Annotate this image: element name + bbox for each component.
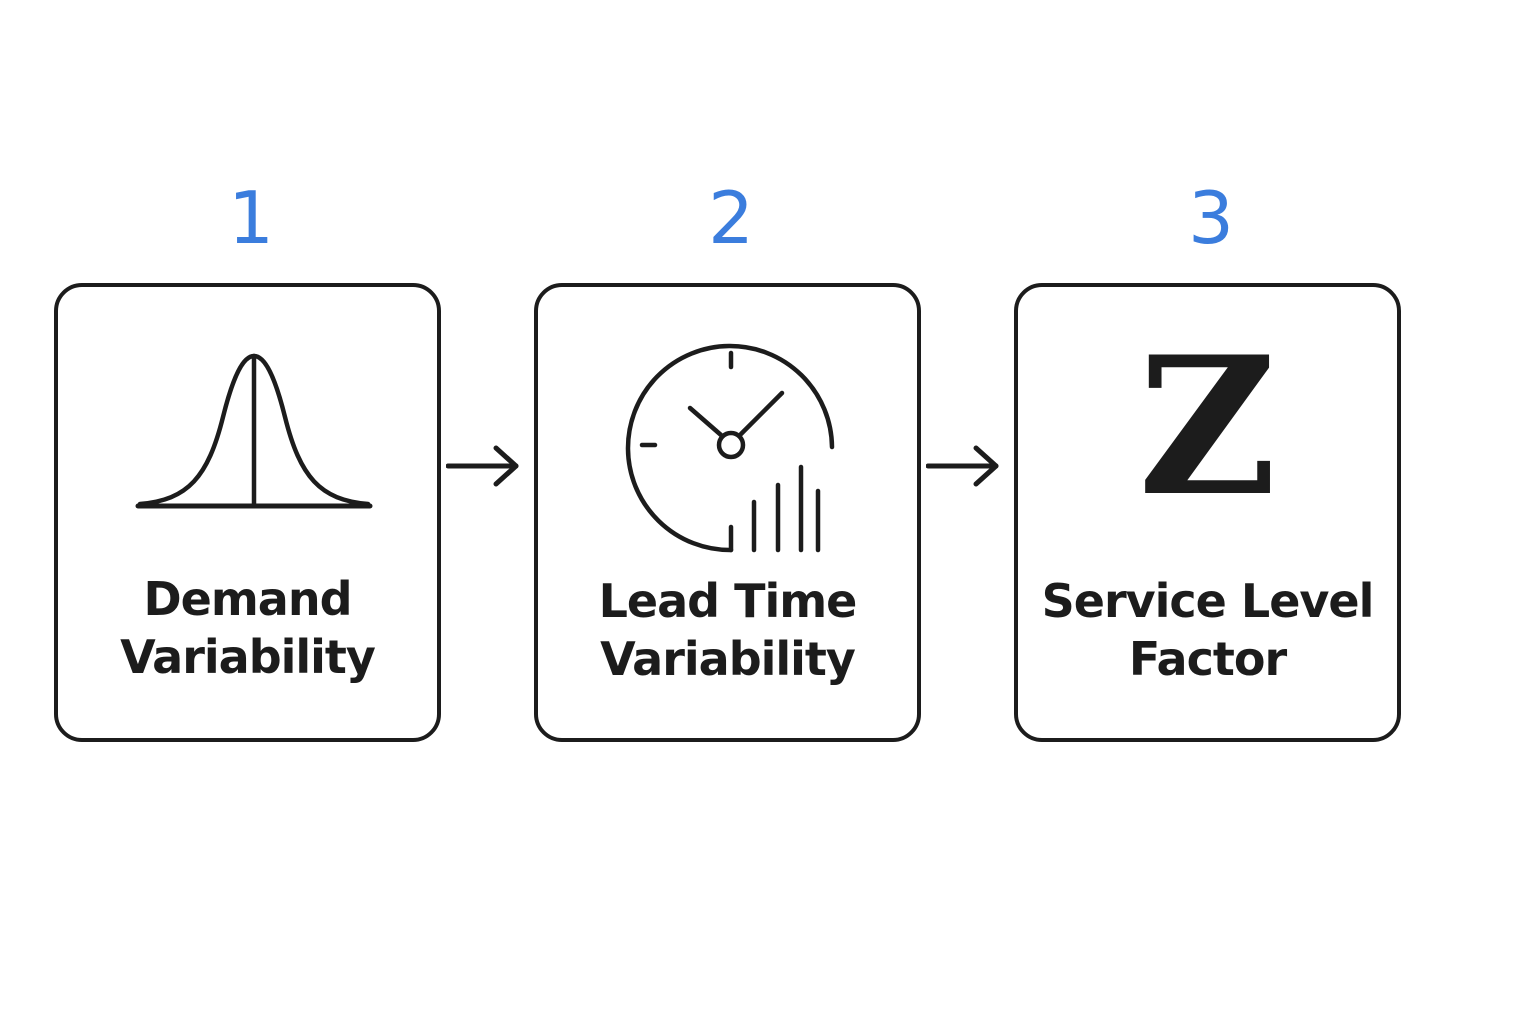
clock-bars-icon (625, 343, 835, 553)
label-line: Service Level (1041, 574, 1375, 628)
label-line: Lead Time (598, 574, 858, 628)
label-line: Variability (120, 630, 376, 684)
step-label-lead-time-variability: Lead Time Variability (538, 572, 917, 688)
arrow-right-icon (446, 445, 519, 487)
step-box-lead-time-variability: Lead Time Variability (534, 283, 921, 742)
step-number-2: 2 (708, 176, 754, 260)
bell-curve-icon (135, 353, 373, 509)
step-box-demand-variability: Demand Variability (54, 283, 441, 742)
step-label-demand-variability: Demand Variability (58, 570, 437, 686)
label-line: Demand (143, 572, 352, 626)
step-number-1: 1 (228, 176, 274, 260)
z-letter-icon: Z (1138, 315, 1277, 538)
step-label-service-level-factor: Service Level Factor (1018, 572, 1397, 688)
label-line: Variability (600, 632, 856, 686)
step-number-3: 3 (1188, 176, 1234, 260)
label-line: Factor (1128, 632, 1287, 686)
step-box-service-level-factor: Z Service Level Factor (1014, 283, 1401, 742)
arrow-right-icon (926, 445, 999, 487)
